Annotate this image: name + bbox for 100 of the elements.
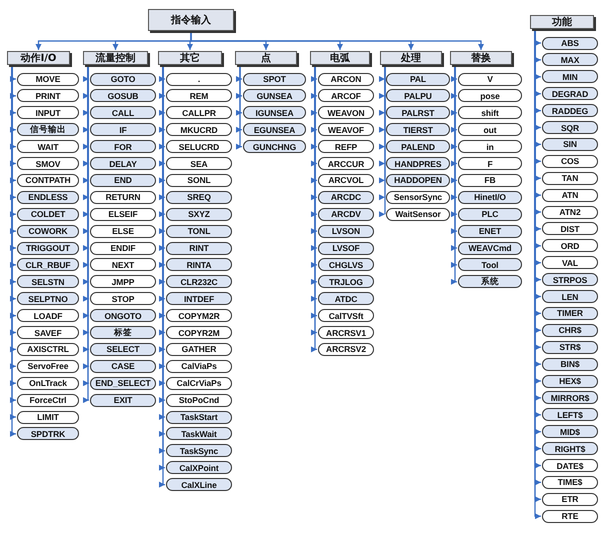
connector-arrow (236, 66, 242, 150)
instruction-pill: STOP (90, 292, 156, 306)
instruction-pill: SEA (166, 157, 232, 170)
instruction-pill: Tool (458, 258, 522, 272)
connector-arrow (190, 32, 484, 50)
instruction-pill: CHGLVS (318, 258, 374, 272)
instruction-pill: ENET (458, 224, 522, 238)
instruction-pill: in (458, 140, 522, 154)
instruction-pill: WEAVOF (318, 123, 374, 136)
instruction-pill: TIERST (386, 123, 450, 136)
instruction-pill: ATN (542, 188, 598, 202)
instruction-pill: DATE$ (542, 459, 598, 472)
instruction-pill: RETURN (90, 190, 156, 204)
instruction-pill: MOVE (17, 72, 79, 86)
instruction-pill: LIMIT (17, 410, 79, 424)
instruction-pill: JMPP (90, 275, 156, 288)
instruction-pill: COS (542, 154, 598, 168)
instruction-pill: HANDPRES (386, 157, 450, 170)
instruction-pill: . (166, 72, 232, 86)
instruction-pill: IGUNSEA (243, 106, 306, 120)
instruction-pill: FB (458, 174, 522, 187)
instruction-pill: STR$ (542, 340, 598, 354)
instruction-pill: COWORK (17, 224, 79, 238)
instruction-pill: OnLTrack (17, 376, 79, 390)
instruction-pill: LVSON (318, 224, 374, 238)
instruction-pill: ETR (542, 492, 598, 506)
instruction-pill: CalXLine (166, 478, 232, 492)
instruction-pill: SELUCRD (166, 140, 232, 154)
instruction-pill: DIST (542, 222, 598, 236)
instruction-pill: ARCVOL (318, 174, 374, 187)
instruction-pill: ORD (542, 239, 598, 252)
instruction-pill: MID$ (542, 425, 598, 438)
instruction-pill: CONTPATH (17, 174, 79, 187)
instruction-pill: WEAVCmd (458, 242, 522, 254)
instruction-pill: TIME$ (542, 476, 598, 489)
instruction-pill: PAL (386, 72, 450, 86)
instruction-pill: TIMER (542, 306, 598, 320)
instruction-pill: 系统 (458, 275, 522, 288)
instruction-pill: CALL (90, 106, 156, 120)
instruction-pill: DEGRAD (542, 87, 598, 100)
instruction-pill: SPOT (243, 72, 306, 86)
category-box: 电弧 (310, 51, 370, 65)
instruction-pill: RIGHT$ (542, 442, 598, 456)
root-box: 指令输入 (148, 9, 234, 31)
instruction-pill: EXIT (90, 394, 156, 407)
instruction-pill: ARCRSV2 (318, 342, 374, 356)
instruction-pill: SQR (542, 121, 598, 134)
instruction-pill: LEN (542, 290, 598, 303)
instruction-pill: AXISCTRL (17, 342, 79, 356)
category-box: 其它 (158, 51, 222, 65)
instruction-pill: GATHER (166, 342, 232, 356)
instruction-pill: 标签 (90, 326, 156, 339)
instruction-pill: GOTO (90, 72, 156, 86)
instruction-pill: CalXPoint (166, 461, 232, 474)
instruction-pill: PALPU (386, 89, 450, 102)
instruction-pill: F (458, 157, 522, 170)
instruction-pill: HEX$ (542, 374, 598, 388)
instruction-pill: ServoFree (17, 360, 79, 373)
instruction-pill: NEXT (90, 258, 156, 272)
category-box: 点 (235, 51, 297, 65)
instruction-pill: REM (166, 89, 232, 102)
instruction-pill: IF (90, 123, 156, 136)
instruction-pill: WAIT (17, 140, 79, 154)
instruction-pill: COPYM2R (166, 309, 232, 322)
instruction-pill: HADDOPEN (386, 174, 450, 187)
instruction-pill: SELSTN (17, 275, 79, 288)
instruction-pill: SELECT (90, 342, 156, 356)
instruction-pill: SELPTNO (17, 292, 79, 306)
instruction-pill: out (458, 123, 522, 136)
instruction-pill: SIN (542, 138, 598, 151)
instruction-pill: SPDTRK (17, 427, 79, 440)
instruction-pill: LVSOF (318, 242, 374, 254)
instruction-pill: ATDC (318, 292, 374, 306)
instruction-pill: EGUNSEA (243, 123, 306, 136)
instruction-pill: RINTA (166, 258, 232, 272)
instruction-pill: pose (458, 89, 522, 102)
instruction-pill: StoPoCnd (166, 394, 232, 407)
instruction-pill: COPYR2M (166, 326, 232, 339)
instruction-pill: ATN2 (542, 206, 598, 218)
instruction-pill: PRINT (17, 89, 79, 102)
instruction-pill: SXYZ (166, 208, 232, 221)
instruction-pill: TONL (166, 224, 232, 238)
instruction-pill: ELSEIF (90, 208, 156, 221)
instruction-pill: TRJLOG (318, 275, 374, 288)
instruction-pill: INTDEF (166, 292, 232, 306)
instruction-pill: GOSUB (90, 89, 156, 102)
instruction-pill: ARCDV (318, 208, 374, 221)
instruction-pill: TRIGGOUT (17, 242, 79, 254)
instruction-pill: REFP (318, 140, 374, 154)
instruction-pill: RINT (166, 242, 232, 254)
instruction-pill: PALEND (386, 140, 450, 154)
category-box: 功能 (530, 15, 594, 29)
instruction-pill: PALRST (386, 106, 450, 120)
instruction-pill: WEAVON (318, 106, 374, 120)
instruction-pill: LOADF (17, 309, 79, 322)
instruction-pill: PLC (458, 208, 522, 221)
instruction-pill: CALLPR (166, 106, 232, 120)
instruction-pill: WaitSensor (386, 208, 450, 221)
instruction-pill: MAX (542, 53, 598, 66)
instruction-pill: ARCON (318, 72, 374, 86)
